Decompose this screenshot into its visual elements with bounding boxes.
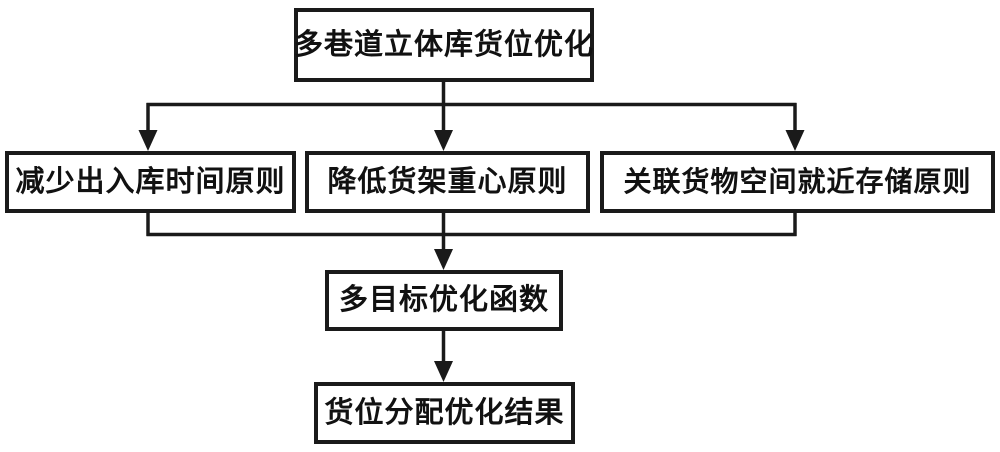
node-allocation-result: 货位分配优化结果: [314, 382, 575, 444]
node-principle-lower-gravity: 降低货架重心原则: [305, 151, 590, 213]
node-principle-related-goods-label: 关联货物空间就近存储原则: [623, 166, 972, 197]
node-objective-function-label: 多目标优化函数: [338, 284, 549, 316]
node-objective-function: 多目标优化函数: [325, 270, 563, 331]
node-allocation-result-label: 货位分配优化结果: [324, 396, 565, 429]
arrowhead-result: [434, 361, 453, 382]
node-principle-lower-gravity-label: 降低货架重心原则: [327, 165, 568, 198]
arrowhead-right-principle: [785, 130, 805, 151]
node-title: 多巷道立体库货位优化: [294, 8, 594, 82]
node-title-label: 多巷道立体库货位优化: [294, 28, 595, 61]
arrowhead-center-principle: [434, 130, 453, 151]
node-principle-reduce-time-label: 减少出入库时间原则: [15, 165, 286, 198]
node-principle-related-goods: 关联货物空间就近存储原则: [600, 151, 995, 213]
node-principle-reduce-time: 减少出入库时间原则: [5, 151, 296, 213]
arrowhead-objective: [434, 249, 453, 270]
arrowhead-left-principle: [138, 130, 158, 151]
